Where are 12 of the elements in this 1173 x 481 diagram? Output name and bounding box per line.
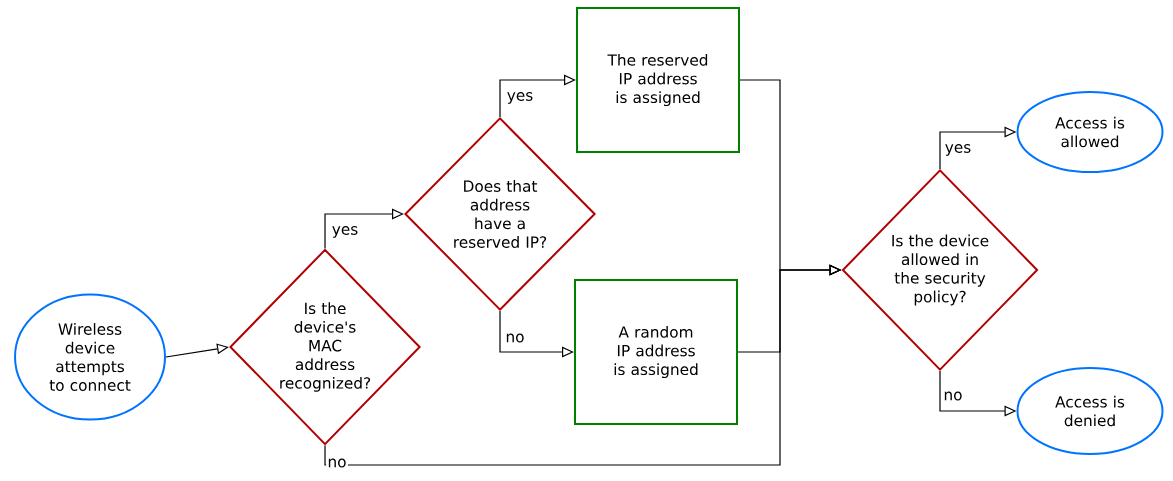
arrow [499,74,576,118]
arrow [324,208,404,250]
edge-label: yes [943,142,973,158]
edge-label: yes [330,224,360,240]
process-box: The reserved IP address is assigned [576,7,740,153]
edge-label: no [942,390,964,402]
arrow [165,343,229,358]
arrow [499,310,574,358]
process-box: A random IP address is assigned [574,279,738,425]
edge-label: no [326,457,348,469]
edge-label: yes [505,90,535,106]
edge-label: no [504,332,526,344]
